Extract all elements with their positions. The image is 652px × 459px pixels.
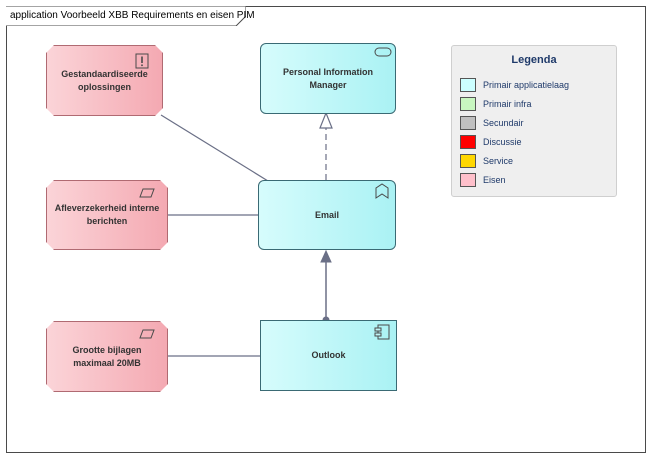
requirement-icon [139, 329, 155, 339]
node-label: Outlook [311, 350, 346, 360]
legend-label: Eisen [483, 175, 506, 185]
node-label: Gestandaardiseerde oplossingen [61, 68, 148, 92]
legend-label: Secundair [483, 118, 524, 128]
legend-swatch [460, 97, 476, 111]
application-component-icon [374, 324, 390, 340]
application-service-icon [374, 47, 392, 57]
legend-title: Legenda [511, 54, 557, 66]
node-gestandaardiseerde-oplossingen[interactable]: Gestandaardiseerde oplossingen [46, 45, 163, 116]
legend: Legenda [451, 45, 617, 197]
node-label: Personal Information Manager [282, 66, 373, 90]
legend-item: Eisen [460, 172, 506, 188]
node-grootte-bijlagen[interactable]: Grootte bijlagen maximaal 20MB [46, 321, 168, 392]
association-line-gestandaardiseerde-email [160, 114, 269, 182]
legend-item: Secundair [460, 115, 524, 131]
legend-swatch [460, 78, 476, 92]
node-personal-information-manager[interactable]: Personal Information Manager [260, 43, 396, 114]
node-label: Afleverzekerheid interne berichten [54, 203, 160, 226]
diagram-frame [6, 6, 646, 453]
node-outlook[interactable]: Outlook [260, 320, 397, 391]
legend-label: Service [483, 156, 514, 166]
legend-swatch [460, 173, 476, 187]
principle-icon [135, 53, 149, 69]
node-email[interactable]: Email [258, 180, 396, 250]
application-function-icon [375, 183, 389, 199]
legend-label: Primair infra [483, 99, 532, 109]
node-label: Email [314, 209, 339, 220]
legend-item: Service [460, 153, 513, 169]
assignment-arrowhead [320, 249, 332, 263]
legend-swatch [460, 154, 476, 168]
diagram-title-tab: application Voorbeeld XBB Requirements e… [6, 6, 255, 26]
realization-arrowhead [319, 111, 333, 129]
node-afleverzekerheid-interne-berichten[interactable]: Afleverzekerheid interne berichten [46, 180, 168, 250]
diagram-title: application Voorbeeld XBB Requirements e… [10, 10, 255, 21]
legend-label: Discussie [483, 137, 522, 147]
node-label: Grootte bijlagen maximaal 20MB [72, 344, 142, 368]
legend-item: Primair applicatielaag [460, 77, 569, 93]
legend-item: Primair infra [460, 96, 532, 112]
legend-swatch [460, 116, 476, 130]
legend-label: Primair applicatielaag [483, 80, 570, 90]
requirement-icon [139, 188, 155, 198]
legend-item: Discussie [460, 134, 522, 150]
legend-swatch [460, 135, 476, 149]
